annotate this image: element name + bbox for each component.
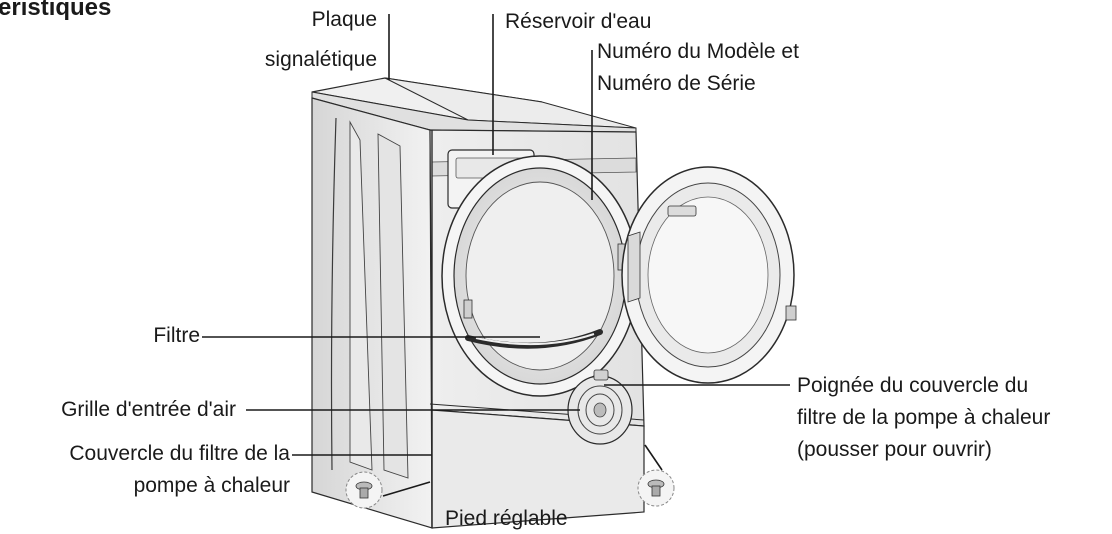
label-poignee: Poignée du couvercle du filtre de la pom… [797, 372, 1050, 464]
label-modele: Numéro du Modèle et Numéro de Série [597, 38, 799, 98]
section-title: eristiques [0, 0, 112, 21]
label-plaque: Plaque signalétique [265, 6, 377, 74]
label-poignee-line3: (pousser pour ouvrir) [797, 438, 992, 461]
label-poignee-line1: Poignée du couvercle du [797, 374, 1029, 397]
leader-pied-right [644, 444, 663, 471]
label-filtre: Filtre [153, 324, 200, 347]
label-grille: Grille d'entrée d'air [61, 398, 236, 421]
leader-pied-left [382, 481, 431, 497]
filter-cover-handle [593, 369, 609, 381]
label-reservoir: Réservoir d'eau [505, 10, 652, 33]
label-modele-line2: Numéro de Série [597, 72, 756, 95]
label-modele-line1: Numéro du Modèle et [597, 40, 799, 63]
label-plaque-line1: Plaque [311, 8, 377, 31]
label-pied: Pied réglable [445, 507, 568, 530]
label-couvercle-line2: pompe à chaleur [133, 474, 290, 497]
label-poignee-line2: filtre de la pompe à chaleur [797, 406, 1051, 429]
label-plaque-line2: signalétique [264, 48, 377, 71]
label-couvercle-line1: Couvercle du filtre de la [69, 442, 290, 465]
label-couvercle: Couvercle du filtre de la pompe à chaleu… [69, 440, 290, 500]
